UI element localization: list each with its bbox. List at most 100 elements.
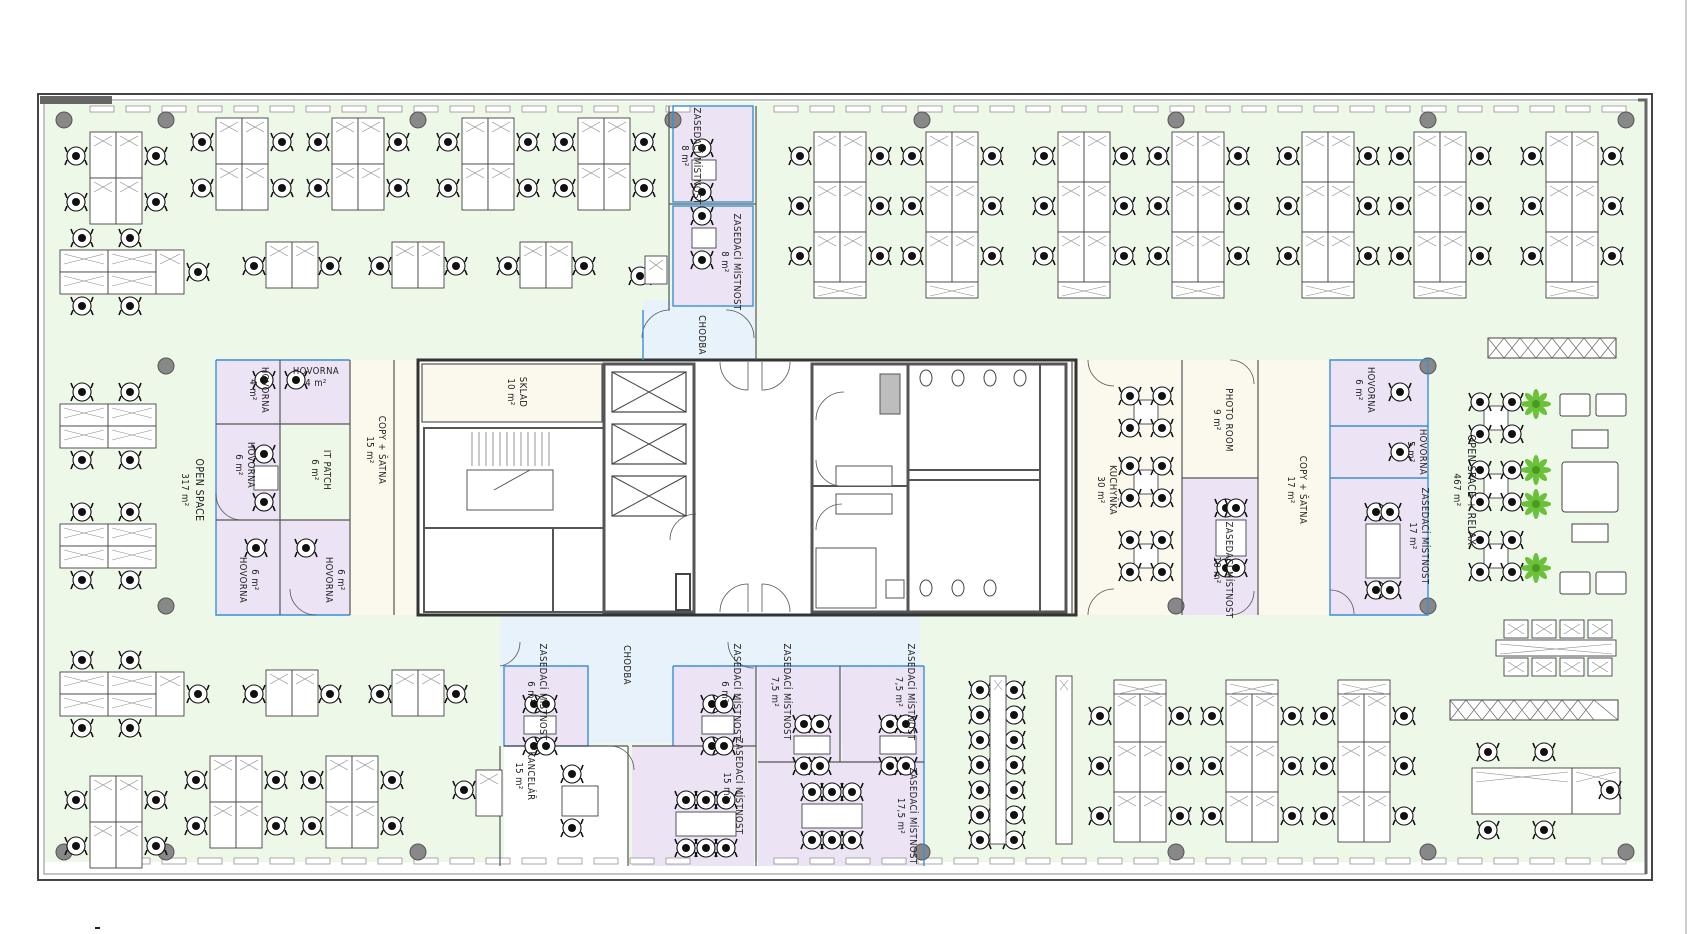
desk (813, 281, 867, 299)
label-hovorna-e2: HOVORNA (1417, 429, 1428, 475)
table (1133, 543, 1159, 569)
label-kuchynka: KUCHYŇKA (1107, 465, 1118, 515)
desk (89, 131, 117, 179)
window-sill (341, 857, 367, 865)
desk (1363, 791, 1391, 843)
area-hovorna-5: 6 m² (335, 569, 346, 591)
window-sill (485, 857, 511, 865)
desk (1113, 691, 1141, 743)
zone-copy-east (1258, 360, 1330, 615)
window-sill (161, 105, 187, 113)
window-sill (557, 105, 583, 113)
desk (1057, 131, 1085, 183)
desk (1471, 767, 1573, 815)
desk (1587, 657, 1613, 677)
column (157, 357, 175, 375)
desk (603, 117, 631, 165)
desk (89, 821, 117, 869)
column (1617, 111, 1635, 129)
zone-service-west (350, 360, 418, 615)
building-core (416, 358, 1078, 617)
desk (1171, 181, 1199, 233)
desk (1301, 231, 1329, 283)
label-hovorna-e1: HOVORNA (1365, 367, 1376, 413)
window-sill (1241, 857, 1267, 865)
desk (59, 693, 109, 717)
window-sill (1565, 857, 1591, 865)
desk (839, 131, 867, 183)
coffee-table (1571, 429, 1609, 449)
window-sill (89, 105, 115, 113)
area-photo-room: 9 m² (1211, 409, 1222, 431)
area-hovorna-e2: 5 m² (1405, 441, 1416, 463)
table (1483, 473, 1509, 499)
desk (265, 669, 293, 717)
window-sill (593, 857, 619, 865)
window-sill (341, 105, 367, 113)
desk (1571, 231, 1599, 283)
toilet-icon (951, 579, 965, 597)
furniture (59, 117, 1624, 869)
desk (1363, 741, 1391, 793)
desk (1337, 791, 1365, 843)
window-sill (125, 105, 151, 113)
zone-hovorna-w5 (280, 520, 350, 615)
desk (925, 231, 953, 283)
room-labels: OPEN SPACE 317 m² OPEN SPACE + RELAX 467… (179, 108, 1477, 865)
window-sill (629, 857, 655, 865)
desk (89, 177, 117, 225)
desk (1113, 679, 1167, 695)
area-copy-satna-west: 15 m² (364, 436, 375, 463)
desk (1559, 657, 1585, 677)
column (1167, 843, 1185, 861)
desk (951, 131, 979, 183)
label-photo-room: PHOTO ROOM (1223, 388, 1234, 452)
desk (107, 545, 157, 569)
desk (1571, 181, 1599, 233)
desk (603, 163, 631, 211)
desk (215, 117, 243, 165)
zone-hovorna-w4 (216, 520, 280, 615)
desk (1057, 281, 1111, 299)
desk (1337, 741, 1365, 793)
meeting-table (801, 803, 863, 829)
label-sklad: SKLAD (517, 377, 528, 407)
meeting-table (253, 465, 279, 491)
label-copy-satna-east: COPY + ŠATNA (1297, 456, 1309, 524)
plant-icon (1521, 389, 1551, 419)
window-sill (953, 857, 979, 865)
area-open-space-relax: 467 m² (1451, 473, 1462, 506)
column (1167, 597, 1185, 615)
desk (1337, 691, 1365, 743)
window-sill (1493, 105, 1519, 113)
area-zasedaci-top2: 8 m² (719, 251, 730, 273)
label-zasedaci-b4: ZASEDACÍ MÍSTNOST (905, 644, 917, 741)
sofa (1561, 461, 1619, 513)
desk (1327, 181, 1355, 233)
window-sill (1349, 857, 1375, 865)
desk (291, 241, 319, 289)
window-sill (1457, 105, 1483, 113)
window-sill (377, 105, 403, 113)
window-sill (449, 857, 475, 865)
desk (1139, 791, 1167, 843)
zone-meet-top1 (673, 106, 753, 202)
desk (235, 755, 263, 803)
plants (1521, 389, 1551, 583)
window-sill (1313, 857, 1339, 865)
desk (155, 249, 185, 295)
area-zasedaci-b3: 7,5 m² (769, 677, 780, 707)
window-sill (1277, 857, 1303, 865)
table (1483, 543, 1509, 569)
desk (1439, 231, 1467, 283)
desk (989, 675, 1007, 845)
desk (107, 425, 157, 449)
window-sill (1025, 857, 1051, 865)
window-sill (521, 105, 547, 113)
toilet-icon (919, 579, 933, 597)
window-sill (1385, 105, 1411, 113)
desk (813, 131, 841, 183)
desk (107, 403, 157, 427)
label-hovorna-1: HOVORNA (259, 367, 270, 413)
meeting-table (793, 735, 831, 755)
